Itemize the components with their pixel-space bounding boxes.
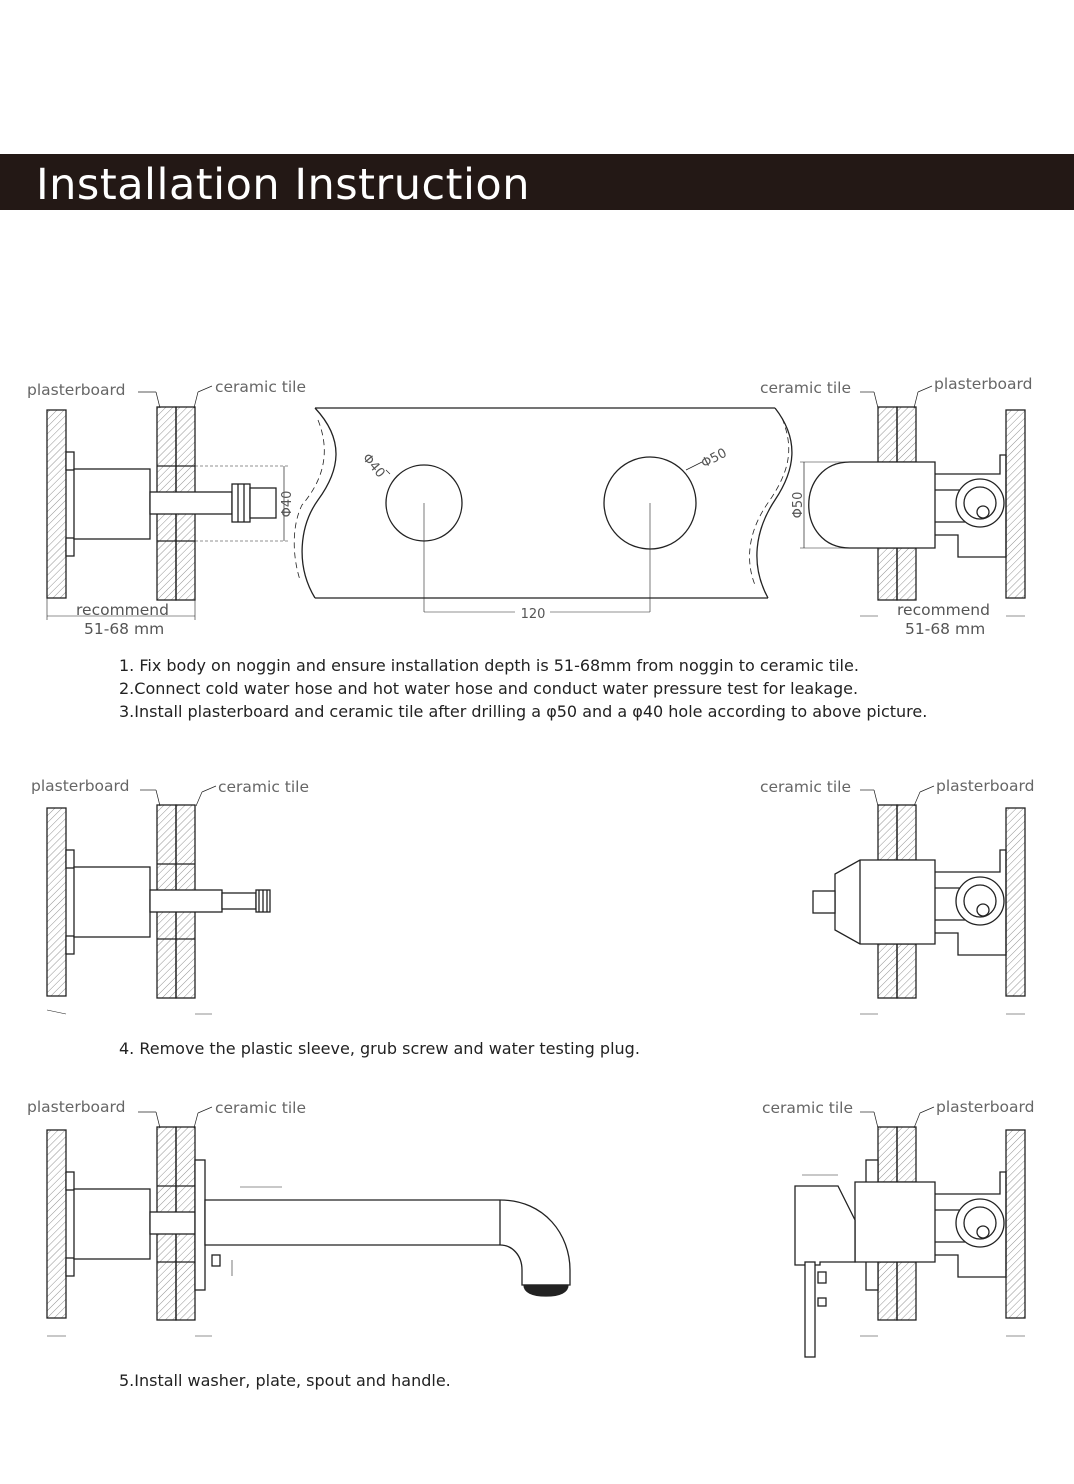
page-title: Installation Instruction xyxy=(36,160,530,210)
recommend-label-r1l: recommend xyxy=(76,601,169,619)
ceramic-tile-label-r1l: ceramic tile xyxy=(215,378,306,396)
plasterboard-label-r2l: plasterboard xyxy=(31,777,129,795)
row3-left-spout-view xyxy=(46,1106,571,1337)
row3-right-handle-view xyxy=(794,1106,1026,1358)
step-1-text: 1. Fix body on noggin and ensure install… xyxy=(119,656,859,675)
title-bar: Installation Instruction xyxy=(0,154,1074,210)
ceramic-tile-label-r1r: ceramic tile xyxy=(760,379,851,397)
dim-phi40-hole: Φ40 xyxy=(359,451,388,481)
plasterboard-label-r1r: plasterboard xyxy=(934,375,1032,393)
dim-phi50-side: Φ50 xyxy=(791,492,806,519)
ceramic-tile-label-r2r: ceramic tile xyxy=(760,778,851,796)
wall-panel-drill-template xyxy=(293,407,793,613)
step-5-text: 5.Install washer, plate, spout and handl… xyxy=(119,1371,451,1390)
depth-label-r1l: 51-68 mm xyxy=(84,620,164,638)
step-2-text: 2.Connect cold water hose and hot water … xyxy=(119,679,858,698)
plasterboard-label-r1l: plasterboard xyxy=(27,381,125,399)
row2-right-side-view xyxy=(812,785,1026,1015)
row1-left-side-view xyxy=(46,385,290,620)
row1-right-side-view xyxy=(800,385,1026,617)
recommend-label-r1r: recommend xyxy=(897,601,990,619)
plasterboard-label-r2r: plasterboard xyxy=(936,777,1034,795)
ceramic-tile-label-r3r: ceramic tile xyxy=(762,1099,853,1117)
step-3-text: 3.Install plasterboard and ceramic tile … xyxy=(119,702,927,721)
row2-left-side-view xyxy=(46,785,271,1015)
plasterboard-label-r3l: plasterboard xyxy=(27,1098,125,1116)
plasterboard-label-r3r: plasterboard xyxy=(936,1098,1034,1116)
dim-phi40-side: Φ40 xyxy=(280,491,295,518)
step-4-text: 4. Remove the plastic sleeve, grub screw… xyxy=(119,1039,640,1058)
ceramic-tile-label-r2l: ceramic tile xyxy=(218,778,309,796)
dim-hole-spacing: 120 xyxy=(521,607,546,622)
depth-label-r1r: 51-68 mm xyxy=(905,620,985,638)
dim-phi50-hole: Φ50 xyxy=(699,446,730,472)
ceramic-tile-label-r3l: ceramic tile xyxy=(215,1099,306,1117)
